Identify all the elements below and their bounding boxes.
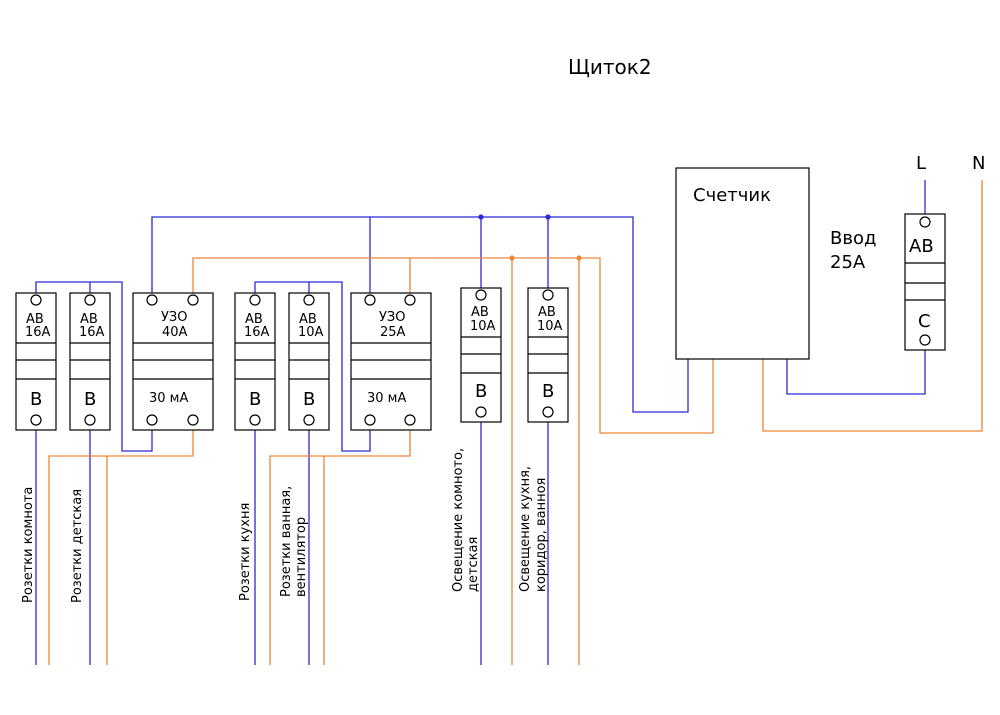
breaker-ab-10a-1: АВ 10А В: [288, 292, 330, 431]
input-breaker-top-label: АВ: [909, 236, 934, 257]
module-rating: 30 мА: [367, 391, 406, 406]
neutral-label: N: [972, 153, 985, 174]
module-char: В: [475, 381, 487, 402]
meter: Счетчик: [675, 167, 810, 360]
input-label-2: 25А: [830, 252, 866, 273]
diagram-title: Щиток2: [568, 55, 652, 79]
circuit-label: Освещение комното,: [451, 448, 466, 592]
module-rating: 30 мА: [149, 391, 188, 406]
module-line1: АВ: [80, 312, 98, 327]
module-line2: 40А: [162, 325, 188, 340]
input-breaker-bottom-label: С: [918, 311, 931, 332]
module-line1: УЗО: [379, 310, 406, 325]
module-line2: 10А: [470, 319, 496, 334]
bus-junctions: [478, 214, 582, 261]
phase-label: L: [916, 153, 926, 174]
circuit-label: Освещение кухня,: [518, 466, 533, 592]
breaker-ab-16a-2: АВ 16А В: [69, 292, 111, 431]
circuit-label: Розетки комнота: [21, 487, 36, 603]
module-char: В: [542, 381, 554, 402]
module-line2: 16А: [25, 325, 51, 340]
module-char: В: [84, 389, 96, 410]
module-char: В: [249, 389, 261, 410]
breaker-ab-16a-1: АВ 16А В: [15, 292, 57, 431]
circuit-label: коридор, ванноя: [534, 478, 549, 592]
module-line2: 16А: [79, 325, 105, 340]
circuit-label: вентилятор: [294, 517, 309, 597]
input-label-1: Ввод: [830, 228, 876, 249]
neutral-wires: [48, 180, 983, 665]
breaker-ab-16a-3: АВ 16А В: [234, 292, 276, 431]
circuit-label: Розетки детская: [70, 489, 85, 603]
breaker-ab-10a-3: АВ 10А В: [527, 287, 569, 423]
rcd-25a: УЗО 25А 30 мА: [350, 292, 432, 431]
module-char: В: [303, 389, 315, 410]
circuit-label: Розетки кухня: [238, 503, 253, 601]
circuit-label: Розетки ванная,: [279, 486, 294, 597]
phase-wires: [35, 180, 926, 665]
module-line1: АВ: [538, 305, 556, 320]
circuit-label: детская: [466, 537, 481, 592]
module-line1: АВ: [299, 312, 317, 327]
module-line1: АВ: [471, 305, 489, 320]
meter-label: Счетчик: [693, 185, 771, 206]
input-breaker: АВ С: [904, 213, 946, 351]
module-line1: АВ: [245, 312, 263, 327]
module-line2: 10А: [298, 325, 324, 340]
module-line2: 10А: [537, 319, 563, 334]
breaker-ab-10a-2: АВ 10А В: [460, 287, 502, 423]
rcd-40a: УЗО 40А 30 мА: [132, 292, 214, 431]
module-line1: УЗО: [161, 310, 188, 325]
module-char: В: [30, 389, 42, 410]
module-line2: 25А: [380, 325, 406, 340]
module-line1: АВ: [26, 312, 44, 327]
module-line2: 16А: [244, 325, 270, 340]
